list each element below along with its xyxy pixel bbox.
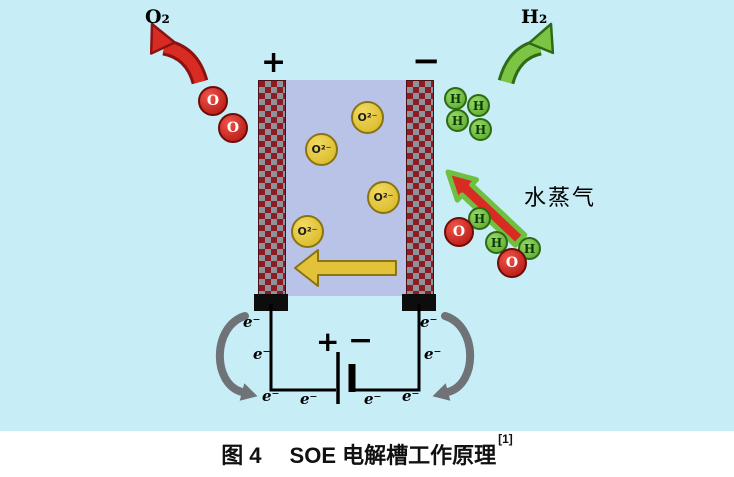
oxygen-atom: O	[497, 248, 527, 278]
hydrogen-atom: H	[469, 118, 492, 141]
hydrogen-atom: H	[468, 207, 491, 230]
right-circuit-wire	[354, 304, 421, 392]
ion-migration-arrow	[294, 249, 397, 287]
electron-label: e⁻	[364, 390, 382, 408]
hydrogen-atom: H	[467, 94, 490, 117]
cathode-minus-sign: −	[412, 41, 441, 81]
oxide-ion: O²⁻	[367, 181, 400, 214]
figure-title-wrap: SOE 电解槽工作原理 [1]	[289, 432, 513, 470]
figure-caption: 图 4 SOE 电解槽工作原理 [1]	[0, 431, 734, 477]
oxide-ion: O²⁻	[291, 215, 324, 248]
electron-label: e⁻	[402, 387, 420, 405]
oxide-ion: O²⁻	[351, 101, 384, 134]
hydrogen-atom: H	[446, 109, 469, 132]
oxide-ion: O²⁻	[305, 133, 338, 166]
cathode-contact	[402, 294, 436, 311]
figure-title: SOE 电解槽工作原理	[289, 443, 497, 468]
hydrogen-out-arrow	[497, 22, 555, 85]
oxygen-atom: O	[198, 86, 228, 116]
o2-label: O₂	[145, 6, 170, 28]
figure-number: 图 4	[221, 443, 262, 468]
electron-label: e⁻	[424, 345, 442, 363]
figure-reference: [1]	[498, 432, 513, 446]
hydrogen-atom: H	[444, 87, 467, 110]
h2-label: H₂	[521, 6, 548, 28]
electron-label: e⁻	[300, 390, 318, 408]
right-electron-flow-arrow	[432, 312, 475, 401]
electron-label: e⁻	[253, 345, 271, 363]
oxygen-out-arrow	[149, 22, 209, 85]
battery-minus-sign: −	[348, 323, 374, 358]
oxygen-atom: O	[218, 113, 248, 143]
electron-label: e⁻	[420, 313, 438, 331]
cathode-electrode	[406, 80, 434, 296]
anode-contact	[254, 294, 288, 311]
left-circuit-wire	[269, 304, 336, 392]
anode-electrode	[258, 80, 286, 296]
electron-label: e⁻	[243, 313, 261, 331]
oxygen-atom: O	[444, 217, 474, 247]
anode-plus-sign: +	[261, 45, 287, 80]
water-vapor-label: 水蒸气	[524, 186, 597, 211]
hydrogen-atom: H	[485, 231, 508, 254]
electron-label: e⁻	[262, 387, 280, 405]
battery-plus-sign: +	[316, 325, 340, 358]
left-electron-flow-arrow	[215, 312, 258, 401]
